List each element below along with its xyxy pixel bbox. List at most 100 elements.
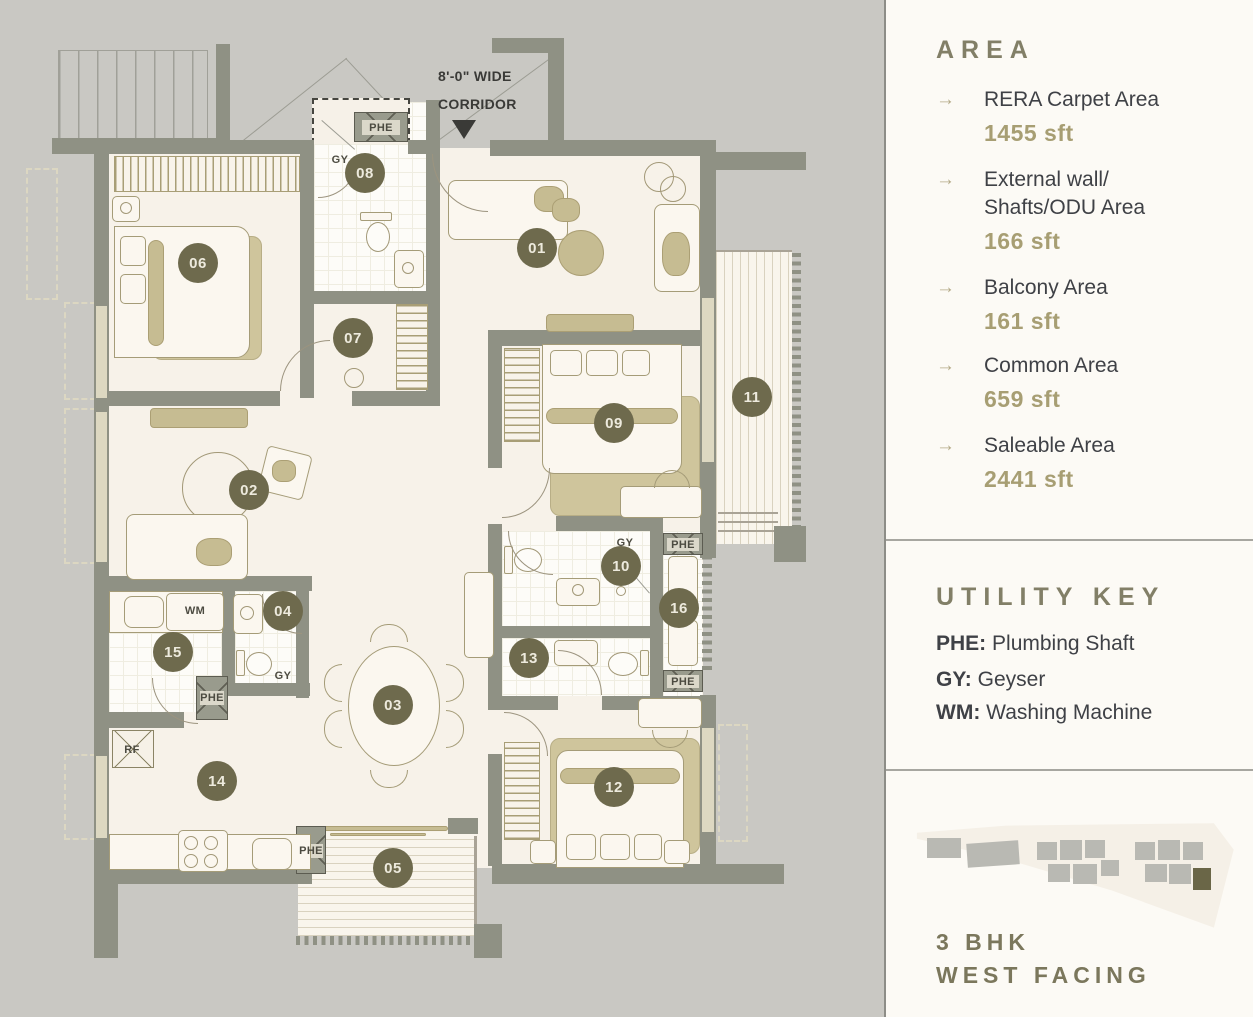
burner [184,854,198,868]
window-projection [64,302,96,400]
window-projection [64,754,96,840]
site-map-building [966,840,1020,868]
balcony-11-railing [792,250,801,546]
odu-area [718,724,748,842]
side-table [660,176,686,202]
pillow [600,834,630,860]
wall [448,818,478,834]
cushion [196,538,232,566]
room-marker-01: 01 [517,228,557,268]
window [702,298,714,462]
balcony-05-railing [296,936,480,945]
wall [492,38,564,53]
plan-label-gy: GY [616,537,634,549]
room-marker-03: 03 [373,685,413,725]
plan-label-gy: GY [331,154,349,166]
phe-shaft-band [667,538,699,551]
site-map-building [1048,864,1070,882]
tv-console [150,408,248,428]
wall [94,391,280,406]
window [96,306,107,398]
staircase [58,50,208,140]
room-marker-10: 10 [601,546,641,586]
washbasin [394,250,424,288]
window [702,728,714,832]
area-item-label: External wall/ Shafts/ODU Area [984,168,1146,219]
wall [300,291,440,304]
wall [94,864,118,958]
site-map-building [1060,840,1082,860]
wall [300,148,314,398]
site-map-building [1073,864,1097,884]
kitchen-sink [252,838,292,870]
area-item-label: Balcony Area [984,276,1108,299]
plan-label-phe: PHE [671,676,695,688]
area-item-value: 166 sft [984,228,1061,254]
site-map-building [1135,842,1155,860]
desk [620,486,702,518]
side-table [664,840,690,864]
arrow-icon: → [936,355,955,376]
wall [488,330,716,346]
arrow-icon: → [936,277,955,298]
area-item: → Balcony Area 161 sft [936,274,1108,335]
balcony-05-threshold [314,826,448,831]
area-item-label: Common Area [984,354,1119,377]
area-heading: AREA [936,36,1035,64]
wall [222,683,310,696]
site-map-building [1169,864,1191,884]
wall [490,140,708,156]
balcony-11-edge [716,250,792,252]
balcony-11-step [718,530,778,532]
area-item: → Saleable Area 2441 sft [936,432,1115,493]
area-item-value: 2441 sft [984,466,1074,492]
utility-16-railing [702,558,712,670]
phe-shaft-band [667,675,699,688]
site-map-building [1101,860,1119,876]
sidebar: AREA → RERA Carpet Area 1455 sft → Exter… [884,0,1253,1017]
window [96,412,107,562]
basin-drain [240,606,254,620]
round-rug [558,230,604,276]
wall [650,516,663,704]
corridor-arrow-icon [452,120,476,139]
phe-shaft-band [200,691,224,705]
wall [222,591,235,685]
site-map-building [1037,842,1057,860]
wall [52,138,230,154]
room-marker-13: 13 [509,638,549,678]
wall-bottom [492,864,784,884]
utility-key-entry: PHE: Plumbing Shaft [936,632,1135,655]
toilet [366,222,390,252]
burner [204,836,218,850]
area-item-value: 161 sft [984,308,1061,334]
pillow [120,236,146,266]
room-marker-09: 09 [594,403,634,443]
utility-fixture [668,620,698,666]
wall [488,754,502,866]
room-marker-08: 08 [345,153,385,193]
site-map-highlighted-building [1193,868,1211,890]
toilet-tank [236,650,245,676]
balcony-11-step [718,512,778,514]
plan-label-phe: PHE [369,122,393,134]
wall [426,100,440,406]
wall [352,391,434,406]
toilet-tank [640,650,649,676]
room-marker-04: 04 [263,591,303,631]
room-marker-14: 14 [197,761,237,801]
plan-label-phe: PHE [200,692,224,704]
stool [344,368,364,388]
cushion [552,198,580,222]
site-map-building [1145,864,1167,882]
toilet [246,652,272,676]
utility-key-entry: GY: Geyser [936,668,1046,691]
toilet [608,652,638,676]
plan-label-gy: GY [274,670,292,682]
corridor-label-line2: CORRIDOR [438,96,517,112]
washing-machine [166,593,224,631]
wardrobe [504,348,540,442]
area-item: → Common Area 659 sft [936,352,1118,413]
shower-drain [616,586,626,596]
